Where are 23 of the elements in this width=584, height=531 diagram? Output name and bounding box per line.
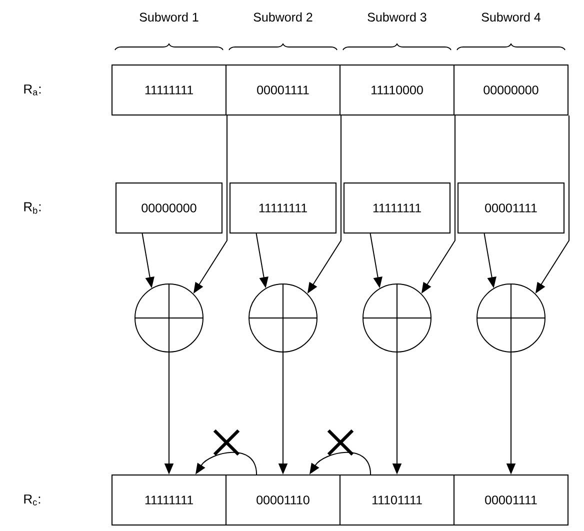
register-label: R$_{b}$:	[24, 202, 41, 214]
register-cell: 11110000	[340, 64, 454, 116]
register-label: R$_{c}$:	[24, 494, 40, 506]
register-cell: 11111111	[344, 182, 450, 234]
register-cell: 00001111	[226, 64, 340, 116]
adder-symbol	[134, 284, 204, 352]
adder-symbol	[362, 284, 432, 352]
register-cell: 11111111	[230, 182, 336, 234]
register-cell: 00001111	[458, 182, 564, 234]
register-cell: 11111111	[112, 64, 226, 116]
adder-symbol	[248, 284, 318, 352]
register-cell: 00001111	[454, 474, 568, 526]
register-cell: 11101111	[340, 474, 454, 526]
register-label: R$_{a}$:	[24, 84, 41, 96]
register-cell: 00000000	[454, 64, 568, 116]
adder-symbol	[476, 284, 546, 352]
column-label: Subword 2	[254, 12, 312, 22]
register-cell: 11111111	[112, 474, 226, 526]
column-label: Subword 1	[140, 12, 198, 22]
column-label: Subword 3	[368, 12, 426, 22]
register-cell: 00000000	[116, 182, 222, 234]
register-cell: 00001110	[226, 474, 340, 526]
column-label: Subword 4	[482, 12, 540, 22]
